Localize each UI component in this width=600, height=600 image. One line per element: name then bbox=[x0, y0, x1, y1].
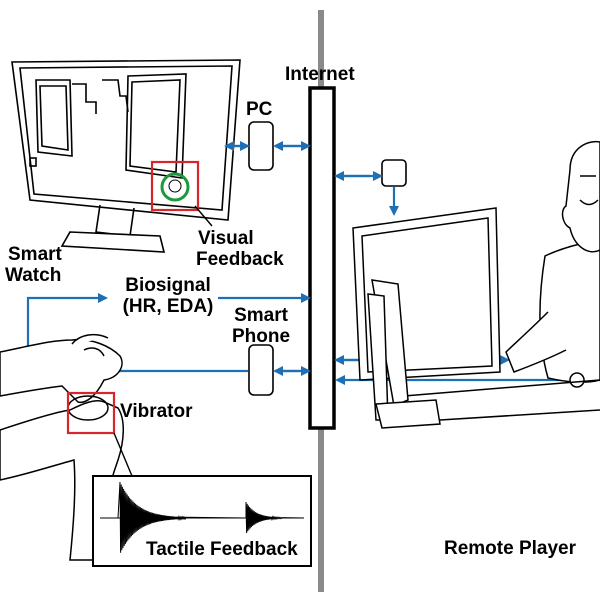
biosignal-line-1: Biosignal bbox=[125, 275, 211, 296]
smart-phone-line-2: Phone bbox=[231, 326, 291, 347]
face-ring bbox=[160, 172, 190, 202]
vibrator-label: Vibrator bbox=[120, 401, 193, 422]
vibrator-box bbox=[66, 391, 116, 435]
remote-pc-box bbox=[381, 159, 407, 187]
arrow-biosignal-watch bbox=[26, 293, 108, 350]
visual-feedback-line-1: Visual bbox=[198, 228, 254, 249]
pc-box bbox=[248, 121, 274, 171]
smart-phone-box bbox=[248, 344, 274, 396]
smart-phone-line-1: Smart bbox=[234, 305, 288, 326]
visual-feedback-label: Visual Feedback bbox=[196, 228, 284, 270]
tactile-feedback-label: Tactile Feedback bbox=[146, 539, 298, 560]
biosignal-label: Biosignal (HR, EDA) bbox=[116, 275, 220, 317]
face-icon bbox=[168, 179, 182, 193]
visual-feedback-box bbox=[150, 160, 200, 212]
remote-player-label: Remote Player bbox=[444, 538, 577, 559]
biosignal-line-2: (HR, EDA) bbox=[122, 296, 214, 317]
smart-watch-label: Smart Watch bbox=[5, 244, 62, 286]
internet-bar bbox=[308, 86, 336, 430]
smart-watch-line-1: Smart bbox=[8, 244, 62, 265]
internet-label: Internet bbox=[285, 64, 355, 85]
tactile-waveform bbox=[100, 481, 305, 553]
remote-player bbox=[352, 140, 600, 429]
pc-label: PC bbox=[246, 99, 273, 120]
smart-phone-label: Smart Phone bbox=[228, 305, 294, 347]
smart-watch-line-2: Watch bbox=[5, 265, 62, 286]
local-monitor bbox=[11, 59, 241, 253]
visual-feedback-line-2: Feedback bbox=[196, 249, 284, 270]
